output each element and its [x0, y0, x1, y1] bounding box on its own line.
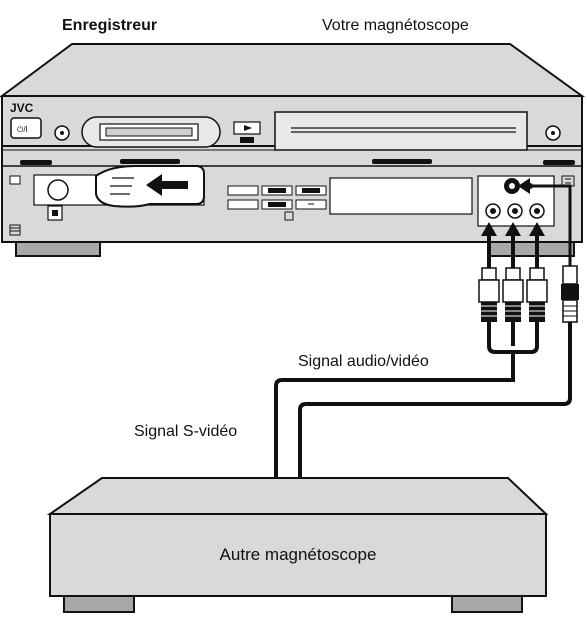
av-signal-label: Signal audio/vidéo	[298, 353, 429, 370]
power-button	[10, 117, 42, 139]
svideo-signal-label: Signal S-vidéo	[134, 423, 237, 440]
other-vcr-label: Autre magnétoscope	[220, 545, 377, 564]
rca-plugs	[478, 265, 579, 323]
other-vcr-front	[49, 513, 547, 597]
other-vcr: Autre magnétoscope	[46, 477, 549, 613]
brand-logo: JVC	[10, 101, 34, 115]
power-symbol: ⏻/I	[17, 125, 28, 134]
rca-plug-audio-r	[526, 267, 548, 322]
recorder-label: Enregistreur	[62, 17, 157, 34]
other-vcr-top-face	[46, 477, 549, 515]
av-cables	[274, 184, 572, 480]
svideo-plug	[561, 265, 579, 323]
hand-pointing-icon	[95, 165, 205, 208]
vcr-foot-left	[15, 241, 101, 257]
signal-arrows	[481, 178, 545, 236]
vcr-foot-right	[489, 241, 575, 257]
rca-plug-audio-l	[502, 267, 524, 322]
other-vcr-foot-right	[451, 595, 523, 613]
jog-dial	[47, 179, 69, 201]
your-vcr-label: Votre magnétoscope	[322, 17, 469, 34]
cassette-slot	[274, 111, 528, 151]
display-window	[329, 177, 473, 215]
rca-plug-video	[478, 267, 500, 322]
other-vcr-foot-left	[63, 595, 135, 613]
vcr-top-face	[0, 43, 586, 97]
recorder-vcr: JVC ⏻/I	[0, 43, 586, 257]
transport-buttons	[227, 185, 327, 221]
